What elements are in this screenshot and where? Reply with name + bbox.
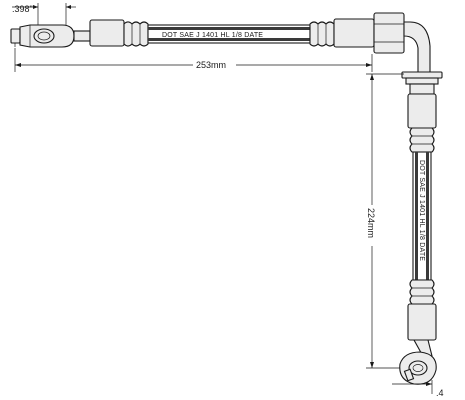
lower-ribbed-sleeve — [409, 279, 435, 305]
horizontal-length-label: 253mm — [196, 60, 226, 70]
right-ribbed-sleeve — [309, 21, 335, 47]
elbow-fitting — [373, 12, 443, 95]
vertical-length-dimension: 224mm — [366, 73, 404, 369]
lower-banjo-fitting — [399, 339, 437, 385]
end-tick-label: .4 — [436, 388, 444, 398]
vertical-hose: DOT SAE J 1401 HL 1/8 DATE — [407, 93, 437, 341]
fitting-width-label: .398" — [12, 4, 33, 14]
horizontal-length-dimension: 253mm — [14, 48, 373, 72]
horizontal-hose-marking: DOT SAE J 1401 HL 1/8 DATE — [162, 32, 263, 39]
end-tick-dimension: .4 — [392, 380, 444, 398]
fitting-width-dimension: .398" — [12, 3, 76, 26]
upper-ribbed-sleeve — [409, 127, 435, 153]
vertical-length-label: 224mm — [366, 208, 376, 238]
banjo-fitting — [10, 24, 91, 48]
horizontal-hose: DOT SAE J 1401 HL 1/8 DATE — [89, 18, 375, 48]
vertical-hose-marking: DOT SAE J 1401 HL 1/8 DATE — [418, 160, 425, 261]
left-ribbed-sleeve — [123, 21, 149, 47]
